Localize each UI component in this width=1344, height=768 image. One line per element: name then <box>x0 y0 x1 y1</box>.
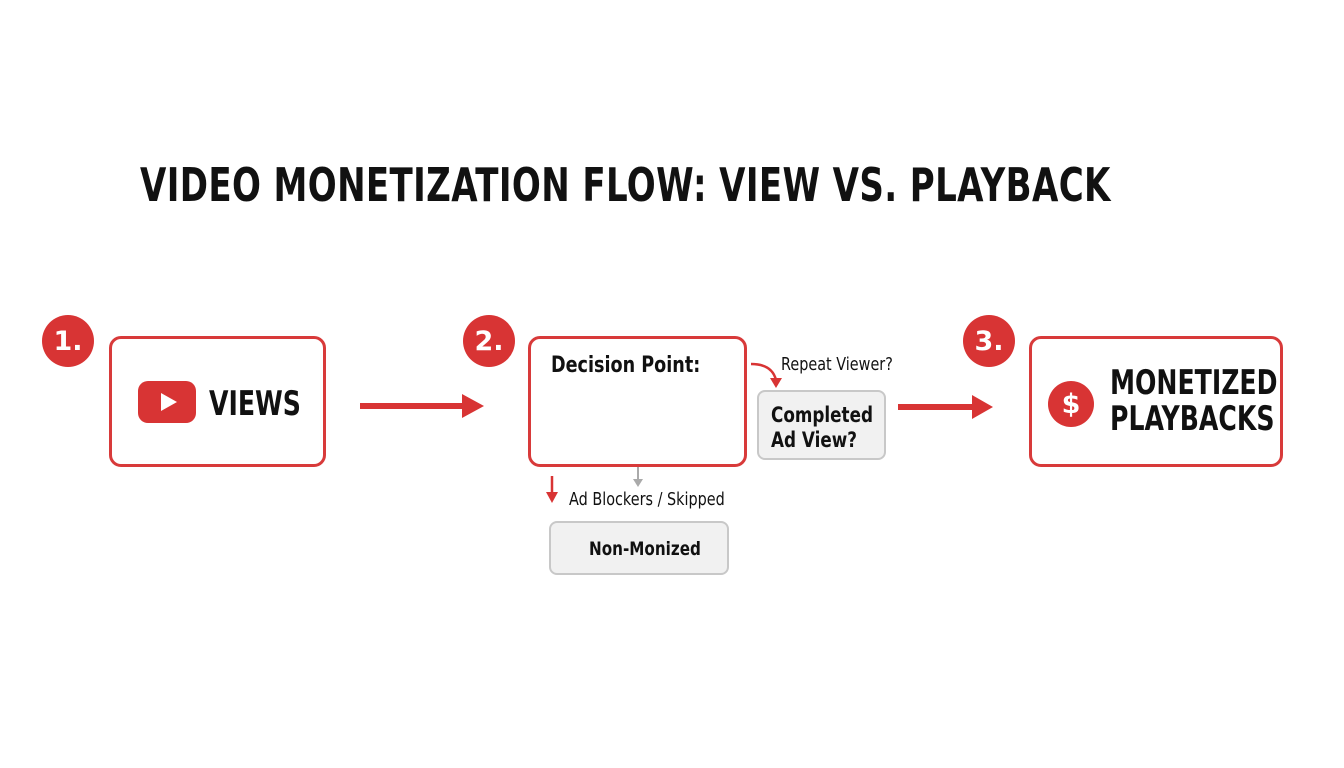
diagram-title: VIDEO MONETIZATION FLOW: VIEW VS. PLAYBA… <box>140 158 1111 212</box>
step-2-badge: 2. <box>463 315 515 367</box>
arrow-decision-to-monetized <box>898 395 993 419</box>
completed-line-1: Completed <box>771 403 874 427</box>
repeat-viewer-arrow <box>750 362 782 388</box>
dollar-icon: $ <box>1048 381 1094 427</box>
monetized-line-2: PLAYBACKS <box>1110 399 1275 439</box>
completed-ad-view-box: Completed Ad View? <box>757 390 886 460</box>
monetized-line-1: MONETIZED <box>1110 363 1278 403</box>
views-label: VIEWS <box>209 384 301 424</box>
ad-blockers-label: Ad Blockers / Skipped <box>569 489 725 510</box>
views-box: VIEWS <box>109 336 326 467</box>
arrow-views-to-decision <box>360 394 484 418</box>
completed-line-2: Ad View? <box>771 428 858 452</box>
monetized-playbacks-box: $ MONETIZED PLAYBACKS <box>1029 336 1283 467</box>
step-1-badge: 1. <box>42 315 94 367</box>
repeat-viewer-label: Repeat Viewer? <box>781 354 893 375</box>
decision-label: Decision Point: <box>551 353 701 378</box>
grey-down-arrow <box>633 466 643 487</box>
ad-blockers-arrow <box>546 476 558 503</box>
decision-box: Decision Point: <box>528 336 747 467</box>
non-monetized-box: Non-Monized <box>549 521 729 575</box>
non-monetized-label: Non-Monized <box>589 538 701 560</box>
step-3-badge: 3. <box>963 315 1015 367</box>
youtube-play-icon <box>138 381 196 423</box>
monetized-playbacks-label: MONETIZED PLAYBACKS <box>1110 365 1278 437</box>
completed-ad-view-label: Completed Ad View? <box>771 403 873 453</box>
